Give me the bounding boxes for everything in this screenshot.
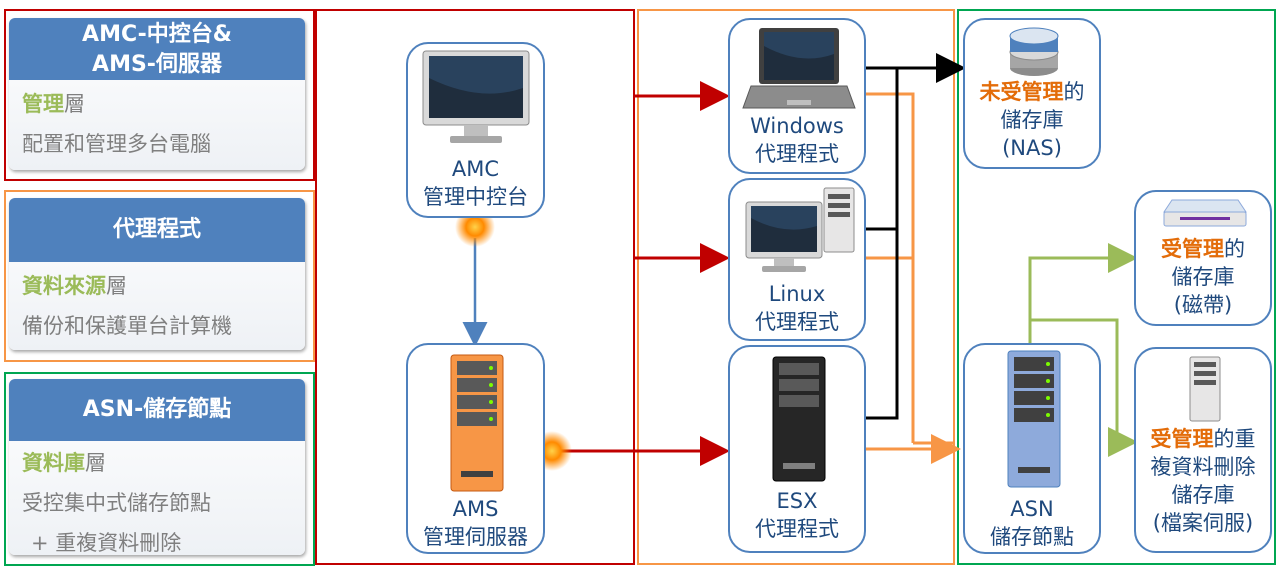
storage-extra: + 重複資料刪除 [31,531,182,555]
tape-title-line1: 受管理的 [1136,235,1270,263]
management-description: 配置和管理多台電腦 [22,132,211,156]
black-server-icon [772,356,826,482]
linux-agent-node[interactable]: Linux 代理程式 [728,178,866,341]
management-legend-frame [4,9,315,181]
storage-layer-highlight: 資料庫 [22,451,85,475]
amc-role: 管理中控台 [423,185,528,209]
management-layer-label: 管理層 [9,84,305,124]
windows-name: Windows [750,114,844,138]
dedup-suffix: 的重 [1213,427,1256,451]
esx-agent-node[interactable]: ESX 代理程式 [728,345,866,553]
agent-legend-card: 代理程式 資料來源層 備份和保護單台計算機 [9,198,305,350]
asn-node[interactable]: ASN 儲存節點 [963,343,1101,554]
nas-title-line1: 未受管理的 [965,78,1099,106]
dedup-title-line4: (檔案伺服) [1152,511,1254,535]
agent-description: 備份和保護單台計算機 [22,314,232,338]
storage-description: 受控集中式儲存節點 [22,491,211,515]
ams-node[interactable]: AMS 管理伺服器 [406,343,545,554]
storage-section-frame [957,9,1276,565]
nas-prefix: 未受管理 [979,80,1064,104]
orange-server-icon [450,354,504,492]
database-icon [1009,27,1059,76]
agent-legend-frame [4,190,315,362]
management-section-frame [315,9,635,565]
laptop-icon [742,28,856,109]
agent-section-frame [637,9,955,565]
blue-server-icon [1007,350,1061,488]
management-legend-title-line1: AMC-中控台& [82,22,232,47]
nas-title-line3: (NAS) [1002,136,1062,160]
ams-role: 管理伺服器 [423,525,528,549]
tape-drive-icon [1163,199,1247,227]
desktop-pc-icon [745,187,855,272]
amc-node[interactable]: AMC 管理中控台 [406,42,545,218]
tape-title-line3: (磁帶) [1173,293,1233,317]
management-legend-card: AMC-中控台& AMS-伺服器 管理層 配置和管理多台電腦 [9,18,305,170]
windows-agent-node[interactable]: Windows 代理程式 [728,18,866,174]
dedup-title-line2: 複資料刪除 [1150,455,1256,479]
windows-to-asn-link [866,92,915,443]
agent-layer-highlight: 資料來源 [22,274,106,298]
nas-suffix: 的 [1063,80,1085,104]
asn-role: 儲存節點 [990,525,1074,549]
windows-role: 代理程式 [755,142,839,166]
storage-layer-label: 資料庫層 [9,443,305,483]
asn-to-tape-link [1028,243,1138,345]
dedup-repository-node[interactable]: 受管理的重 複資料刪除 儲存庫 (檔案伺服) [1134,347,1272,553]
storage-legend-card: ASN-儲存節點 資料庫層 受控集中式儲存節點 + 重複資料刪除 [9,379,305,555]
management-legend-title-line2: AMS-伺服器 [92,52,222,77]
tape-suffix: 的 [1224,237,1245,261]
dedup-title-line3: 儲存庫 [1171,483,1235,507]
monitor-icon [422,50,530,143]
tape-title-line2: 儲存庫 [1171,265,1235,289]
tower-server-icon [1189,356,1221,422]
tape-repository-node[interactable]: 受管理的 儲存庫 (磁帶) [1134,190,1272,326]
esx-role: 代理程式 [755,517,839,541]
nas-title-line2: 儲存庫 [1000,108,1064,132]
management-layer-highlight: 管理 [22,92,64,116]
storage-legend-title: ASN-儲存節點 [9,379,305,441]
agents-to-nas-trunk [866,68,899,420]
tape-prefix: 受管理 [1161,237,1224,261]
management-layer-suffix: 層 [64,92,85,116]
nas-repository-node[interactable]: 未受管理的 儲存庫 (NAS) [963,18,1101,169]
agent-legend-title: 代理程式 [9,198,305,262]
asn-name: ASN [1010,497,1054,521]
linux-name: Linux [768,282,826,306]
asn-to-dedup-link [1030,318,1138,457]
dedup-prefix: 受管理 [1150,427,1214,451]
storage-layer-suffix: 層 [85,451,106,475]
dedup-title-line1: 受管理的重 [1136,425,1270,453]
agent-layer-label: 資料來源層 [9,266,305,306]
amc-name: AMC [451,157,500,181]
ams-name: AMS [452,497,499,521]
linux-role: 代理程式 [755,310,839,334]
agent-layer-suffix: 層 [106,274,127,298]
esx-name: ESX [776,489,818,513]
storage-legend-frame [4,372,315,566]
management-legend-title: AMC-中控台& AMS-伺服器 [9,18,305,80]
